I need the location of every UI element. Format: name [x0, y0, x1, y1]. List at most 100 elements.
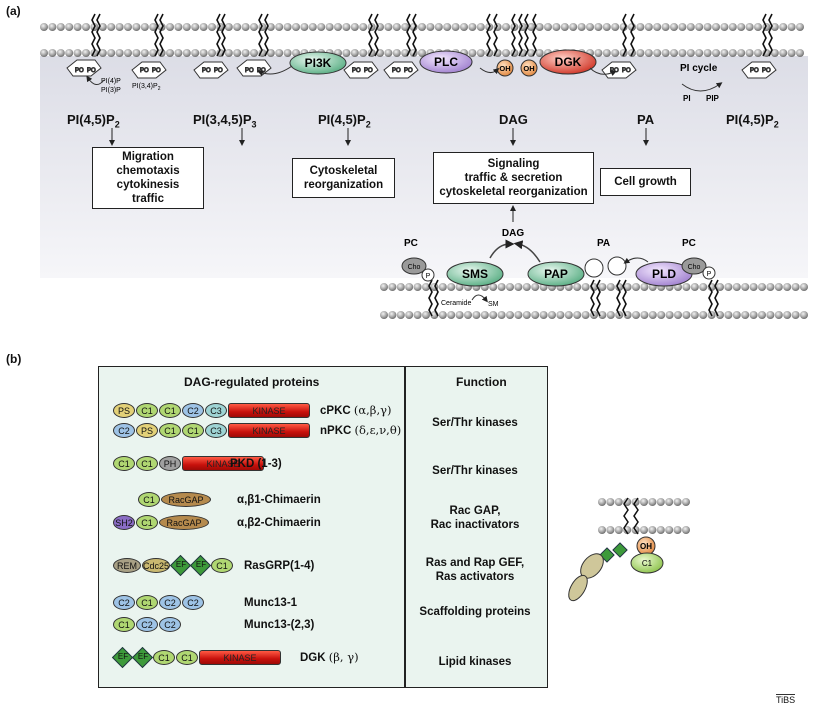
ph-domain: PH — [159, 456, 181, 471]
bead — [422, 283, 430, 291]
bead — [464, 311, 472, 319]
credit-label: TiBS — [776, 694, 796, 705]
bead — [614, 526, 623, 534]
c2-domain: C2 — [136, 617, 158, 632]
ceramide-label: Ceramide — [441, 300, 471, 307]
bead — [396, 283, 405, 291]
bead — [783, 283, 792, 291]
bead — [388, 283, 397, 291]
bead — [648, 498, 657, 506]
protein-name: PKD (1-3) — [230, 458, 282, 470]
bead — [774, 311, 783, 319]
bead — [796, 23, 804, 31]
bead — [758, 311, 766, 319]
svg-text:OH: OH — [640, 542, 652, 551]
bead — [342, 23, 351, 31]
bead — [413, 283, 422, 291]
bead — [413, 311, 422, 319]
lipid-pi345p3: PI(3,4,5)P3 — [193, 112, 257, 130]
bead — [673, 526, 682, 534]
bead — [690, 311, 699, 319]
bead — [716, 283, 724, 291]
bead — [695, 49, 704, 57]
c1-domain: C1 — [136, 403, 158, 418]
pc-label-right: PC — [682, 238, 696, 249]
bead — [522, 283, 531, 291]
pi3k-enzyme — [289, 51, 347, 75]
bead — [174, 49, 183, 57]
bead — [754, 49, 762, 57]
svg-text:C1: C1 — [642, 559, 653, 568]
bead — [670, 49, 678, 57]
bead — [359, 49, 368, 57]
sms-enzyme — [446, 261, 504, 287]
bead — [745, 23, 754, 31]
bead — [682, 311, 691, 319]
bead — [623, 498, 632, 506]
bead — [443, 23, 452, 31]
tail — [493, 13, 498, 57]
pap-enzyme — [527, 261, 585, 287]
function-2: Ser/Thr kinases — [432, 465, 518, 477]
bead — [737, 49, 746, 57]
bead — [573, 283, 582, 291]
bead — [741, 311, 750, 319]
tail — [368, 13, 373, 57]
c1-domain: C1 — [211, 558, 233, 573]
bead — [199, 23, 208, 31]
kinase-domain: KINASE — [228, 403, 310, 418]
bead — [535, 49, 544, 57]
bead — [283, 49, 292, 57]
bead — [65, 49, 74, 57]
bead — [224, 23, 233, 31]
bead — [98, 49, 107, 57]
bead — [199, 49, 208, 57]
pa-label: PA — [597, 238, 610, 249]
bead — [250, 49, 258, 57]
bead — [560, 23, 569, 31]
bead — [606, 311, 615, 319]
bead — [636, 23, 645, 31]
tail — [258, 13, 263, 57]
bead — [438, 283, 447, 291]
bead — [556, 311, 565, 319]
function-3: Rac GAP,Rac inactivators — [430, 505, 520, 531]
bead — [56, 23, 65, 31]
lipid-pi45p2-left: PI(4,5)P2 — [67, 112, 120, 130]
dgk-enzyme — [539, 49, 597, 75]
bead — [598, 498, 606, 506]
tail — [524, 13, 529, 57]
bead — [670, 23, 678, 31]
bead — [695, 23, 704, 31]
bead — [388, 311, 397, 319]
bead — [380, 311, 388, 319]
bead — [611, 23, 620, 31]
bead — [758, 283, 766, 291]
bead — [665, 311, 674, 319]
bead — [380, 283, 388, 291]
tail — [590, 279, 595, 317]
c1-domain: C1 — [136, 595, 158, 610]
kinase-domain: KINASE — [182, 456, 264, 471]
tail — [616, 279, 621, 317]
c1-domain: C1 — [182, 423, 204, 438]
protein-name: RasGRP(1-4) — [244, 560, 315, 572]
bead — [728, 49, 737, 57]
bead — [480, 311, 489, 319]
oh-circle-2 — [520, 59, 538, 77]
svg-text:P: P — [426, 273, 431, 280]
po4-label: PO — [140, 68, 149, 74]
oh-circle-1 — [496, 59, 514, 77]
bead — [325, 23, 334, 31]
dgk-label: DGK — [555, 55, 582, 69]
bead — [791, 283, 800, 291]
bead — [350, 23, 359, 31]
bead — [392, 49, 401, 57]
bead — [712, 23, 720, 31]
ef-label: EF — [175, 560, 187, 569]
bead — [140, 23, 149, 31]
bead — [489, 283, 498, 291]
